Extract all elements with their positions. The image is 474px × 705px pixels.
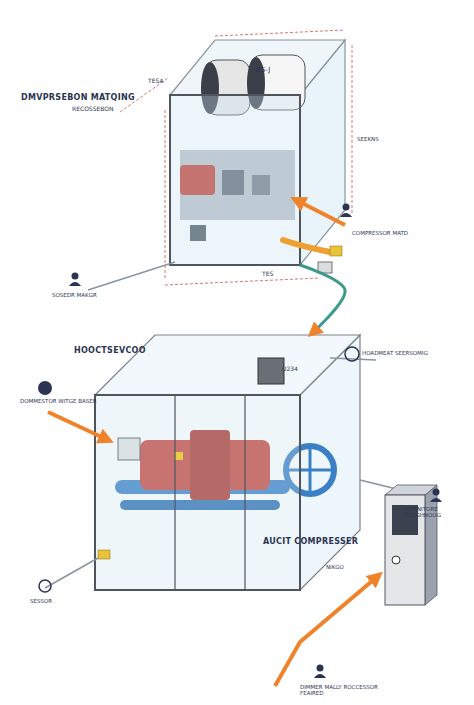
equipment-title: HOOCTSEVCOO <box>74 346 146 355</box>
dimension-line <box>165 110 166 280</box>
equipment-box: DMVPRSEBON MATQING <box>165 40 345 265</box>
part-label: U234 <box>282 366 298 373</box>
person-icon <box>317 665 324 672</box>
equipment-title: DMVPRSEBON MATQING <box>21 93 135 102</box>
coupling <box>330 246 342 256</box>
person-icon <box>430 498 442 502</box>
symbol-icon <box>39 580 51 592</box>
leader-line <box>330 358 376 360</box>
leader-line <box>88 262 175 290</box>
hose-connector <box>300 265 345 335</box>
equipment-title: AUCIT COMPRESSER <box>263 537 358 546</box>
part-label: DIMMER MALLY ROCCESSOR FEAIRED <box>300 684 380 697</box>
dimension-line <box>165 278 320 285</box>
plug <box>98 550 110 559</box>
symbol-icon <box>38 381 52 395</box>
cabinet-top <box>385 485 437 495</box>
enclosure-top <box>95 335 360 395</box>
part-label: ZS-J <box>256 66 270 74</box>
symbol-icon <box>345 347 359 361</box>
person-icon <box>69 282 81 286</box>
part-label: SOSEDR MAKGR <box>52 292 97 298</box>
flow-arrow <box>275 576 378 686</box>
flow-arrow <box>48 412 108 440</box>
part-label: SESSOR <box>30 598 52 604</box>
part-label: SEEKNS <box>357 136 379 142</box>
junction-box <box>318 262 332 273</box>
cabinet-knob <box>392 556 400 564</box>
person-icon <box>314 674 326 678</box>
frame-post <box>244 395 245 590</box>
frame-post <box>174 395 175 590</box>
part-label: NIKGO <box>326 564 344 570</box>
control-box <box>258 358 284 384</box>
hose <box>283 240 330 252</box>
person-icon <box>433 489 440 496</box>
flow-arrow <box>296 200 345 225</box>
dimension-line <box>352 45 353 215</box>
person-icon <box>72 273 79 280</box>
part-label: RECOSSEBON <box>72 106 114 113</box>
part-label: HOADMEAT SEERSOMIG <box>362 350 428 356</box>
dimension-line <box>215 30 345 36</box>
part-label: TES <box>262 271 273 278</box>
equipment-box: HOOCTSEVCOO <box>95 335 360 590</box>
part-label: CORNITORE FREGHNOOG <box>405 506 474 519</box>
cabinet-side <box>425 485 437 605</box>
person-icon <box>340 213 352 217</box>
enclosure-front <box>95 395 300 590</box>
leader-line <box>45 558 98 588</box>
wheel-spoke <box>309 448 312 492</box>
person-icon <box>343 204 350 211</box>
part-label: DOMMESTOR WITGE BASER <box>20 398 97 404</box>
part-label: COMPRESSOR MATD <box>352 230 408 236</box>
part-label: TESA <box>148 78 163 85</box>
